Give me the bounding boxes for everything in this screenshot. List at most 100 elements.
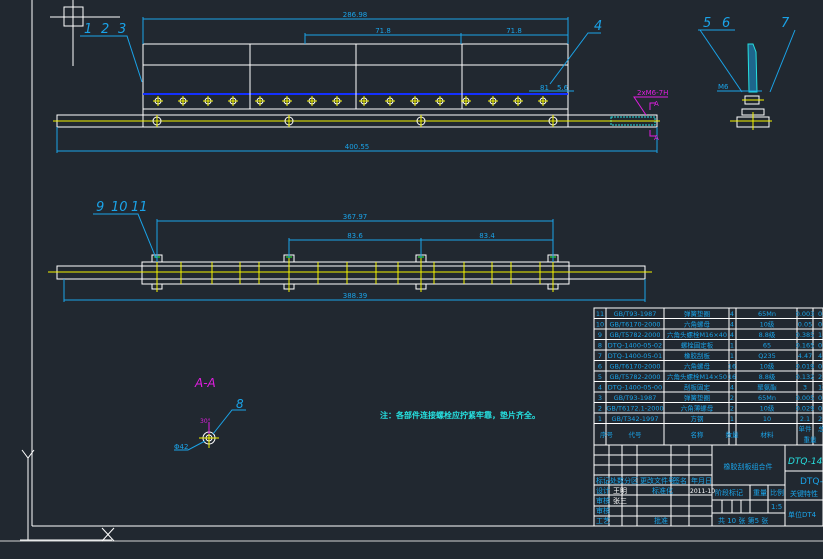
bom-header-no: 序号 (600, 430, 614, 439)
bom-cell-total: 0.2 (818, 321, 823, 329)
bom-cell-material: 聚氨酯 (757, 383, 777, 392)
bolt-hole-icon (153, 96, 163, 106)
side-view[interactable]: 5 6 7 M6 (698, 16, 796, 130)
bolt-hole-icon (307, 96, 317, 106)
bom-cell-total: 0.0 (818, 310, 823, 318)
bom-header-material: 材料 (761, 430, 775, 439)
balloon-9: 9 (96, 200, 104, 215)
thread-callout: 2xM6-7H (637, 89, 668, 97)
bom-cell-total: 2. (818, 415, 823, 423)
bolt-hole-icon (513, 96, 523, 106)
bom-cell-no: 1 (598, 415, 602, 423)
bolt-hole-icon (538, 96, 548, 106)
bom-cell-no: 9 (598, 331, 602, 339)
tb-drawing-name: 橡胶刮板组合件 (724, 462, 773, 471)
bom-cell-unit: 0.132 (796, 373, 815, 381)
side-label: M6 (718, 83, 729, 91)
bom-cell-code: GB/T6170-2000 (609, 321, 660, 329)
bom-cell-total: 2.1 (818, 373, 823, 381)
dim-pitch-2: 71.8 (506, 27, 522, 35)
section-mark-top: A (654, 100, 659, 108)
tb-label-weight: 重量 (753, 489, 767, 497)
bom-cell-unit: 0.165 (796, 342, 815, 350)
bom-cell-qty: 4 (730, 331, 734, 339)
bom-cell-total: 0.1 (818, 342, 823, 350)
bom-cell-code: GB/T6172.1-2000 (606, 405, 663, 413)
tb-drawing-no-2: DTQ-1 (800, 477, 823, 487)
bom-cell-total: 0.0 (818, 405, 823, 413)
dim-base-length: 400.55 (345, 143, 370, 151)
bom-cell-unit: 4.47 (798, 352, 812, 360)
bom-cell-material: 65 (763, 342, 771, 350)
bom-cell-name: 六角螺母 (684, 320, 711, 329)
front-dim-pitch-1: 83.6 (347, 232, 363, 240)
bom-cell-name: 六角螺母 (684, 362, 711, 371)
tb-checker: 张三 (613, 496, 627, 505)
bom-cell-code: GB/T5782-2000 (609, 373, 660, 381)
bolt-hole-icon (178, 96, 188, 106)
bom-cell-unit: 0.05 (798, 321, 812, 329)
tb-label-check: 审核 (596, 496, 610, 505)
technical-note: 注：各部件连接螺栓应拧紧牢靠，垫片齐全。 (380, 410, 540, 420)
base-hole-icon (284, 115, 294, 127)
bom-header-qty: 数量 (726, 430, 740, 439)
bom-cell-name: 橡胶刮板 (684, 351, 711, 360)
bom-cell-no: 10 (596, 321, 604, 329)
front-view[interactable]: 367.97 83.6 83.4 388.39 9 10 11 (48, 200, 652, 302)
tb-date: 2011-10 (690, 488, 715, 495)
bom-cell-unit: 0.385 (796, 331, 815, 339)
bolt-hole-icon (488, 96, 498, 106)
section-view[interactable]: A-A 8 Φ42 30° (174, 376, 246, 451)
balloon-6: 6 (722, 16, 730, 31)
bom-cell-total: 12 (818, 384, 823, 392)
bolt-hole-icon (435, 96, 445, 106)
tb-label-sign: 签名 (673, 476, 687, 485)
ucs-icon (20, 449, 115, 542)
bom-cell-total: 0.0 (818, 394, 823, 402)
dim-small-2: 5.6 (557, 84, 569, 92)
tb-scale: 1:5 (771, 503, 782, 511)
tb-label-review: 审核 (596, 506, 610, 515)
bom-cell-code: DTQ-1400-05-01 (608, 352, 662, 360)
tb-label-approve: 批准 (654, 516, 668, 525)
title-block: 标记 处数 分区 更改文件号 签名 年月日 设计 王明 标准化 2011-10 … (594, 445, 823, 526)
balloon-5: 5 (703, 16, 711, 31)
bolt-hole-icon (359, 96, 369, 106)
bom-cell-unit: 3 (803, 384, 807, 392)
front-dim-overall: 367.97 (343, 213, 368, 221)
bom-cell-qty: 1 (730, 415, 734, 423)
bolt-hole-icon (282, 96, 292, 106)
bom-cell-material: 10级 (760, 362, 775, 371)
bom-cell-no: 11 (596, 310, 604, 318)
balloon-10: 10 (111, 200, 128, 215)
section-title: A-A (194, 376, 216, 390)
bom-header-unit: 单件 (799, 424, 813, 433)
tb-label-date: 年月日 (691, 476, 712, 485)
section-mark-bottom: A (654, 134, 659, 142)
section-angle: 30° (200, 418, 211, 425)
balloon-4: 4 (594, 19, 602, 34)
bom-cell-name: 六角薄螺母 (681, 404, 714, 413)
top-view[interactable]: 286.98 71.8 71.8 400.55 81 5.6 1 2 3 4 2… (53, 11, 668, 153)
bom-cell-code: GB/T93-1987 (614, 310, 657, 318)
bom-cell-qty: 4 (730, 310, 734, 318)
dim-small-1: 81 (540, 84, 549, 92)
bom-cell-no: 4 (598, 384, 602, 392)
bom-cell-no: 7 (598, 352, 602, 360)
bom-cell-material: 10级 (760, 320, 775, 329)
bom-header-weight: 重量 (804, 436, 818, 444)
tb-label-count: 处数 (610, 476, 624, 485)
bolt-hole-icon (332, 96, 342, 106)
dim-pitch-1: 71.8 (375, 27, 391, 35)
bolt-hole-icon (228, 96, 238, 106)
base-hole-icon (548, 115, 558, 127)
tb-unit: 单位DT4 (788, 510, 817, 519)
bom-cell-material: 8.8级 (759, 372, 776, 381)
bom-cell-total: 1.5 (818, 331, 823, 339)
bom-cell-qty: 2 (730, 394, 734, 402)
tb-drawing-no: DTQ-1400-05 (788, 457, 823, 467)
bom-header-total: 总计 (818, 424, 823, 433)
bom-cell-qty: 4 (730, 384, 734, 392)
bom-cell-name: 刮板固定 (684, 383, 711, 392)
